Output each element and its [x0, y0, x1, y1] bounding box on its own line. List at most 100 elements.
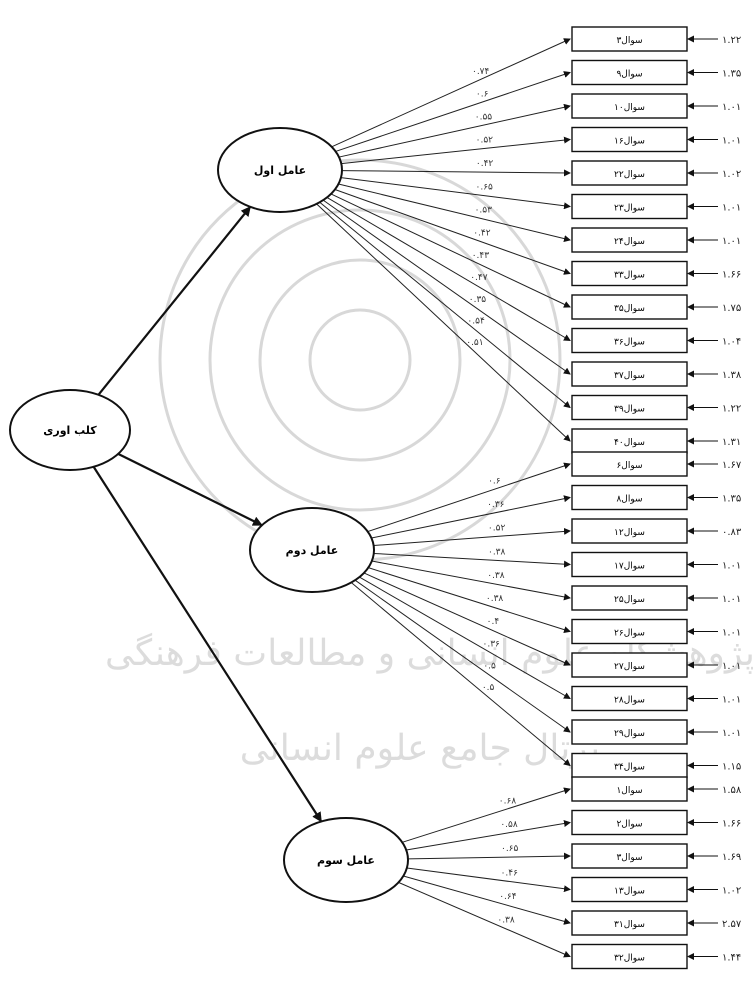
item-label: سوال۱۶ [614, 137, 645, 147]
loading-value: ۰.۵ [482, 683, 495, 693]
item-box [571, 876, 688, 903]
error-value: ۱.۱۵ [722, 762, 741, 773]
item-node: سوال۳۳ [571, 260, 688, 287]
item-label: سوال۲۳ [614, 204, 645, 214]
loading-line [402, 787, 571, 843]
item-box [571, 652, 688, 678]
item-node: سوال۱۰ [571, 93, 688, 119]
error-value: ۱.۰۱ [722, 561, 741, 572]
item-label: سوال۹ [616, 70, 642, 80]
error-value: ۱.۳۵ [722, 494, 741, 505]
loading-line [359, 576, 571, 699]
item-box [571, 428, 688, 454]
watermark-line2: پرتال جامع علوم انسانی [240, 728, 600, 769]
item-box [571, 260, 688, 287]
item-node: سوال۲۸ [571, 685, 688, 712]
item-label: سوال۳۵ [614, 304, 645, 314]
loading-line [371, 495, 571, 539]
factor-node-1: عامل اول [217, 127, 343, 213]
loading-line [373, 527, 571, 546]
item-box [571, 59, 688, 86]
item-node: سوال۳۴ [571, 752, 688, 779]
loading-line [407, 852, 571, 860]
error-value: ۱.۳۸ [722, 370, 742, 381]
loading-value: ۰.۵۵ [475, 112, 493, 122]
error-value: ۱.۴۴ [722, 953, 741, 964]
item-node: سوال۹ [571, 59, 688, 86]
error-value: ۱.۰۱ [722, 136, 741, 147]
item-box [571, 126, 688, 153]
loading-value: ۰.۵ [483, 661, 496, 671]
loading-line [367, 462, 571, 533]
loading-value: ۰.۳۸ [486, 594, 504, 604]
loading-line [406, 867, 571, 893]
loading-value: ۰.۴ [487, 617, 500, 627]
item-box [571, 910, 688, 936]
item-box [571, 551, 688, 578]
loading-line [338, 103, 571, 158]
item-node: سوال۲۲ [571, 160, 688, 186]
item-box [571, 685, 688, 712]
loading-line [340, 177, 571, 210]
item-box [571, 719, 688, 745]
factor-node-3: عامل سوم [283, 817, 409, 903]
loading-value: ۰.۶ [476, 89, 489, 99]
error-value: ۱.۲۲ [722, 35, 741, 46]
loading-line [371, 560, 571, 601]
loading-value: ۰.۶۴ [499, 892, 517, 902]
item-label: سوال۲۲ [614, 170, 645, 180]
item-box [571, 809, 688, 836]
loading-value: ۰.۵۲ [488, 524, 506, 534]
item-node: سوال۱۶ [571, 126, 688, 153]
root-ellipse [9, 389, 131, 471]
item-node: سوال۳۶ [571, 327, 688, 354]
item-label: سوال۱ [616, 786, 642, 796]
error-value: ۱.۰۱ [722, 102, 741, 113]
item-label: سوال۳۱ [614, 920, 645, 930]
loading-value: ۰.۶۵ [476, 183, 494, 193]
loading-value: ۰.۳۸ [497, 915, 515, 925]
loading-line [338, 183, 571, 242]
item-label: سوال۶ [616, 461, 642, 471]
item-box [571, 451, 688, 477]
item-label: سوال۴۰ [614, 438, 645, 448]
watermark: پژوهشگاه علوم انسانی و مطالعات فرهنگی پر… [105, 158, 753, 769]
loading-line [319, 201, 571, 409]
loading-value: ۰.۷۴ [472, 67, 490, 77]
item-label: سوال۲۹ [614, 729, 645, 739]
item-label: سوال۳۷ [614, 371, 645, 381]
error-value: ۱.۲۲ [722, 404, 741, 415]
item-label: سوال۱۳ [614, 887, 645, 897]
error-value: ۱.۰۱ [722, 594, 741, 605]
error-value: ۱.۳۱ [722, 437, 741, 448]
item-label: سوال۱۲ [614, 528, 645, 538]
item-node: سوال۳۷ [571, 361, 688, 387]
root-label: کلب اوری [43, 424, 97, 437]
item-label: سوال۳۶ [614, 338, 645, 348]
loading-line [406, 820, 571, 851]
error-value: ۰.۸۳ [722, 527, 742, 538]
item-box [571, 193, 688, 220]
item-node: سوال۲ [571, 809, 688, 836]
item-label: سوال۲۶ [614, 629, 645, 639]
loading-value: ۰.۵۴ [467, 317, 485, 327]
loading-line [368, 567, 571, 634]
loading-line [331, 38, 571, 148]
error-value: ۱.۶۷ [722, 460, 742, 471]
factor-label: عامل دوم [286, 544, 339, 557]
item-node: سوال۳۲ [571, 943, 688, 970]
loading-line [363, 572, 571, 666]
item-box [571, 618, 688, 645]
item-node: سوال۶ [571, 451, 688, 477]
item-node: سوال۱۷ [571, 551, 688, 578]
error-value: ۱.۰۱ [722, 695, 741, 706]
loading-value: ۰.۳۸ [487, 571, 505, 581]
item-node: سوال۱ [571, 776, 688, 802]
item-node: سوال۳ [571, 26, 688, 52]
loading-value: ۰.۴۶ [501, 868, 519, 878]
loading-value: ۰.۵۱ [466, 338, 483, 348]
item-box [571, 518, 688, 544]
item-box [571, 843, 688, 869]
factor-ellipse [283, 817, 409, 903]
loading-value: ۰.۴۳ [472, 251, 490, 261]
